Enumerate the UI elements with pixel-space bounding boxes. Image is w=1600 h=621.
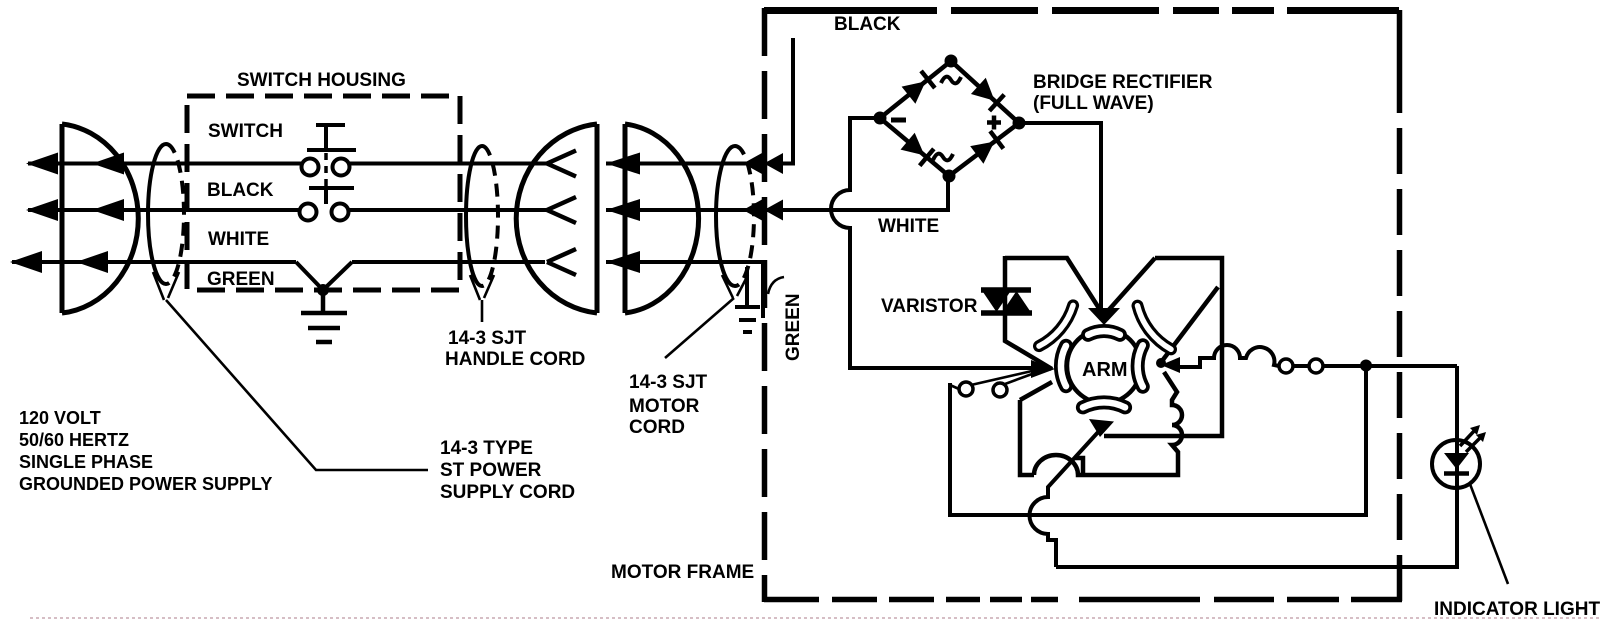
svg-text:GREEN: GREEN [783,293,804,361]
svg-text:WHITE: WHITE [878,216,939,237]
svg-text:SINGLE PHASE: SINGLE PHASE [19,452,153,472]
svg-text:GROUNDED POWER SUPPLY: GROUNDED POWER SUPPLY [19,474,272,494]
svg-text:ST POWER: ST POWER [440,460,542,481]
svg-text:MOTOR FRAME: MOTOR FRAME [611,562,754,583]
svg-text:BLACK: BLACK [207,180,274,201]
svg-text:14-3 SJT: 14-3 SJT [629,372,708,393]
svg-text:HANDLE CORD: HANDLE CORD [445,349,585,370]
svg-text:SWITCH HOUSING: SWITCH HOUSING [237,70,406,91]
svg-text:SWITCH: SWITCH [208,121,283,142]
svg-text:MOTOR: MOTOR [629,396,700,417]
svg-text:INDICATOR LIGHT: INDICATOR LIGHT [1434,599,1600,620]
svg-text:GREEN: GREEN [207,269,275,290]
svg-text:BLACK: BLACK [834,14,901,35]
svg-text:(FULL WAVE): (FULL WAVE) [1033,93,1154,114]
svg-text:SUPPLY CORD: SUPPLY CORD [440,482,575,503]
svg-text:WHITE: WHITE [208,229,269,250]
svg-text:120 VOLT: 120 VOLT [19,408,101,428]
svg-text:CORD: CORD [629,417,685,438]
svg-text:ARM: ARM [1082,359,1128,381]
svg-text:50/60 HERTZ: 50/60 HERTZ [19,430,129,450]
svg-text:VARISTOR: VARISTOR [881,296,978,317]
svg-text:14-3 SJT: 14-3 SJT [448,328,527,349]
svg-text:BRIDGE RECTIFIER: BRIDGE RECTIFIER [1033,72,1213,93]
svg-text:14-3 TYPE: 14-3 TYPE [440,438,533,459]
